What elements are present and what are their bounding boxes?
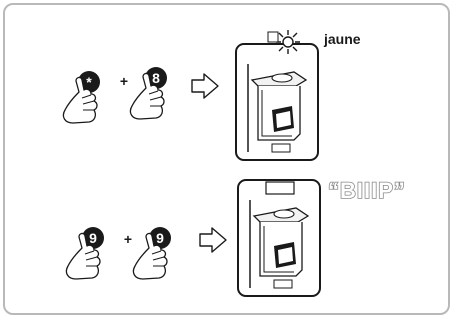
step-2: 9 + 9 “BIIIP”: [65, 177, 406, 297]
key-9-button-second: 9: [149, 227, 171, 249]
plus-sign: +: [124, 231, 132, 247]
key-9-button-first: 9: [82, 227, 104, 249]
key-star-label: *: [86, 74, 92, 90]
detector-device-icon: [237, 179, 321, 297]
arrow-right-icon: [191, 73, 219, 99]
sound-indicator-box: [265, 181, 295, 195]
light-burst-icon: [267, 30, 300, 54]
key-9-label: 9: [89, 230, 97, 246]
arrow-right-icon: [199, 227, 227, 253]
result-label-beep: “BIIIP”: [328, 178, 406, 203]
result-label-yellow: jaune: [323, 31, 361, 47]
plus-sign: +: [120, 73, 128, 89]
step-1: * + 8 jaune: [62, 30, 361, 161]
key-8-label: 8: [152, 70, 160, 86]
key-9-label: 9: [156, 230, 164, 246]
detector-device-icon: [235, 43, 319, 161]
